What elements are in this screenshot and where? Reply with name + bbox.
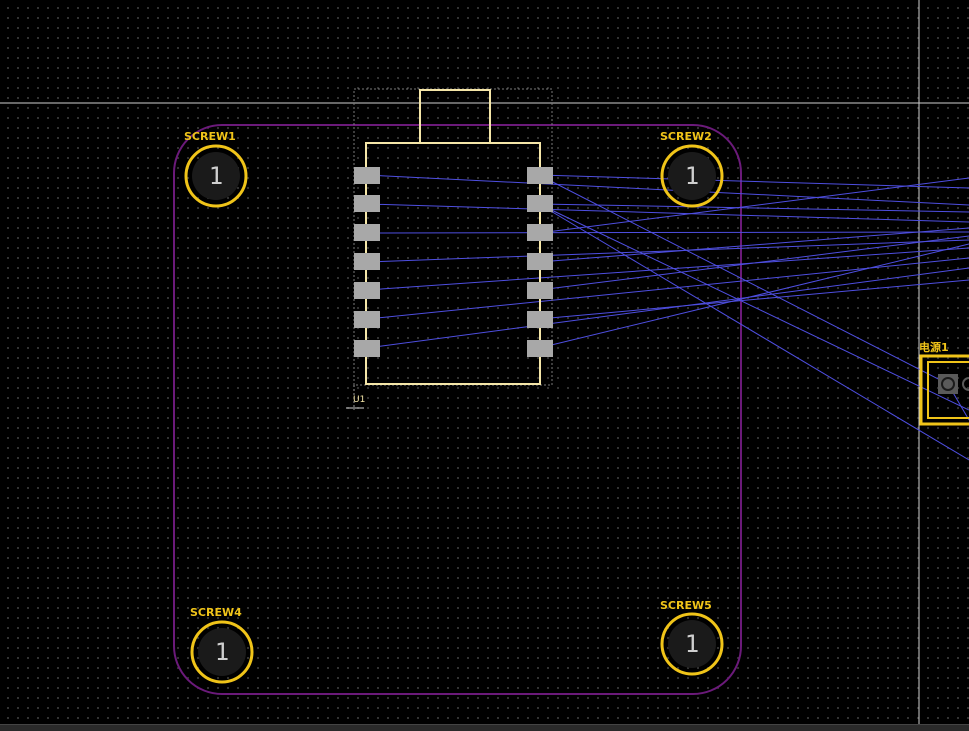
u1-pad xyxy=(527,282,553,299)
screw4-pad xyxy=(198,628,246,676)
u1-ref-label: U1 xyxy=(353,395,365,405)
u1-pad xyxy=(354,282,380,299)
u1-silk-outline xyxy=(365,142,541,385)
screw4-silk-ring xyxy=(190,620,254,684)
power1-silk-outline xyxy=(919,354,969,426)
power1-pad-hole xyxy=(941,377,955,391)
status-strip xyxy=(0,724,969,731)
screw4-pad-number: 1 xyxy=(215,638,229,666)
power1-pad-2 xyxy=(962,377,969,391)
component-u1[interactable]: U1 xyxy=(346,88,553,410)
u1-pad xyxy=(527,195,553,212)
screw1-pad-number: 1 xyxy=(209,162,223,190)
u1-pad xyxy=(527,311,553,328)
component-power1[interactable]: 电源1 xyxy=(919,340,969,426)
screw1-pad xyxy=(192,152,240,200)
power1-pad xyxy=(938,374,958,394)
screw2-ref-label: SCREW2 xyxy=(660,130,712,143)
u1-pad xyxy=(354,340,380,357)
power1-silk-inner xyxy=(927,361,969,419)
u1-pad xyxy=(527,340,553,357)
screw1-silk-ring xyxy=(184,144,248,208)
u1-pad xyxy=(354,167,380,184)
u1-pads-right xyxy=(527,167,553,357)
screw2-silk-ring xyxy=(660,144,724,208)
u1-pad xyxy=(354,311,380,328)
screw1-ref-label: SCREW1 xyxy=(184,130,236,143)
u1-silk-tab xyxy=(419,89,491,143)
u1-pad xyxy=(527,253,553,270)
u1-pad xyxy=(527,224,553,241)
u1-pads-left xyxy=(354,167,380,357)
screw5-pad-number: 1 xyxy=(685,630,699,658)
power1-ref-label: 电源1 xyxy=(919,340,949,354)
ratsnest xyxy=(366,174,969,461)
component-screw1[interactable]: SCREW1 1 xyxy=(184,130,248,208)
screw5-silk-ring xyxy=(660,612,724,676)
screw5-ref-label: SCREW5 xyxy=(660,599,712,612)
screw2-pad-number: 1 xyxy=(685,162,699,190)
component-screw5[interactable]: SCREW5 1 xyxy=(660,599,724,676)
screw4-ref-label: SCREW4 xyxy=(190,606,242,619)
screw2-pad xyxy=(668,152,716,200)
board-outline[interactable] xyxy=(173,124,742,695)
component-screw2[interactable]: SCREW2 1 xyxy=(660,130,724,208)
u1-selection-box xyxy=(353,88,553,386)
u1-pad xyxy=(354,224,380,241)
u1-pad xyxy=(354,195,380,212)
u1-pad xyxy=(354,253,380,270)
u1-pad xyxy=(527,167,553,184)
component-screw4[interactable]: SCREW4 1 xyxy=(190,606,254,684)
screw5-pad xyxy=(668,620,716,668)
